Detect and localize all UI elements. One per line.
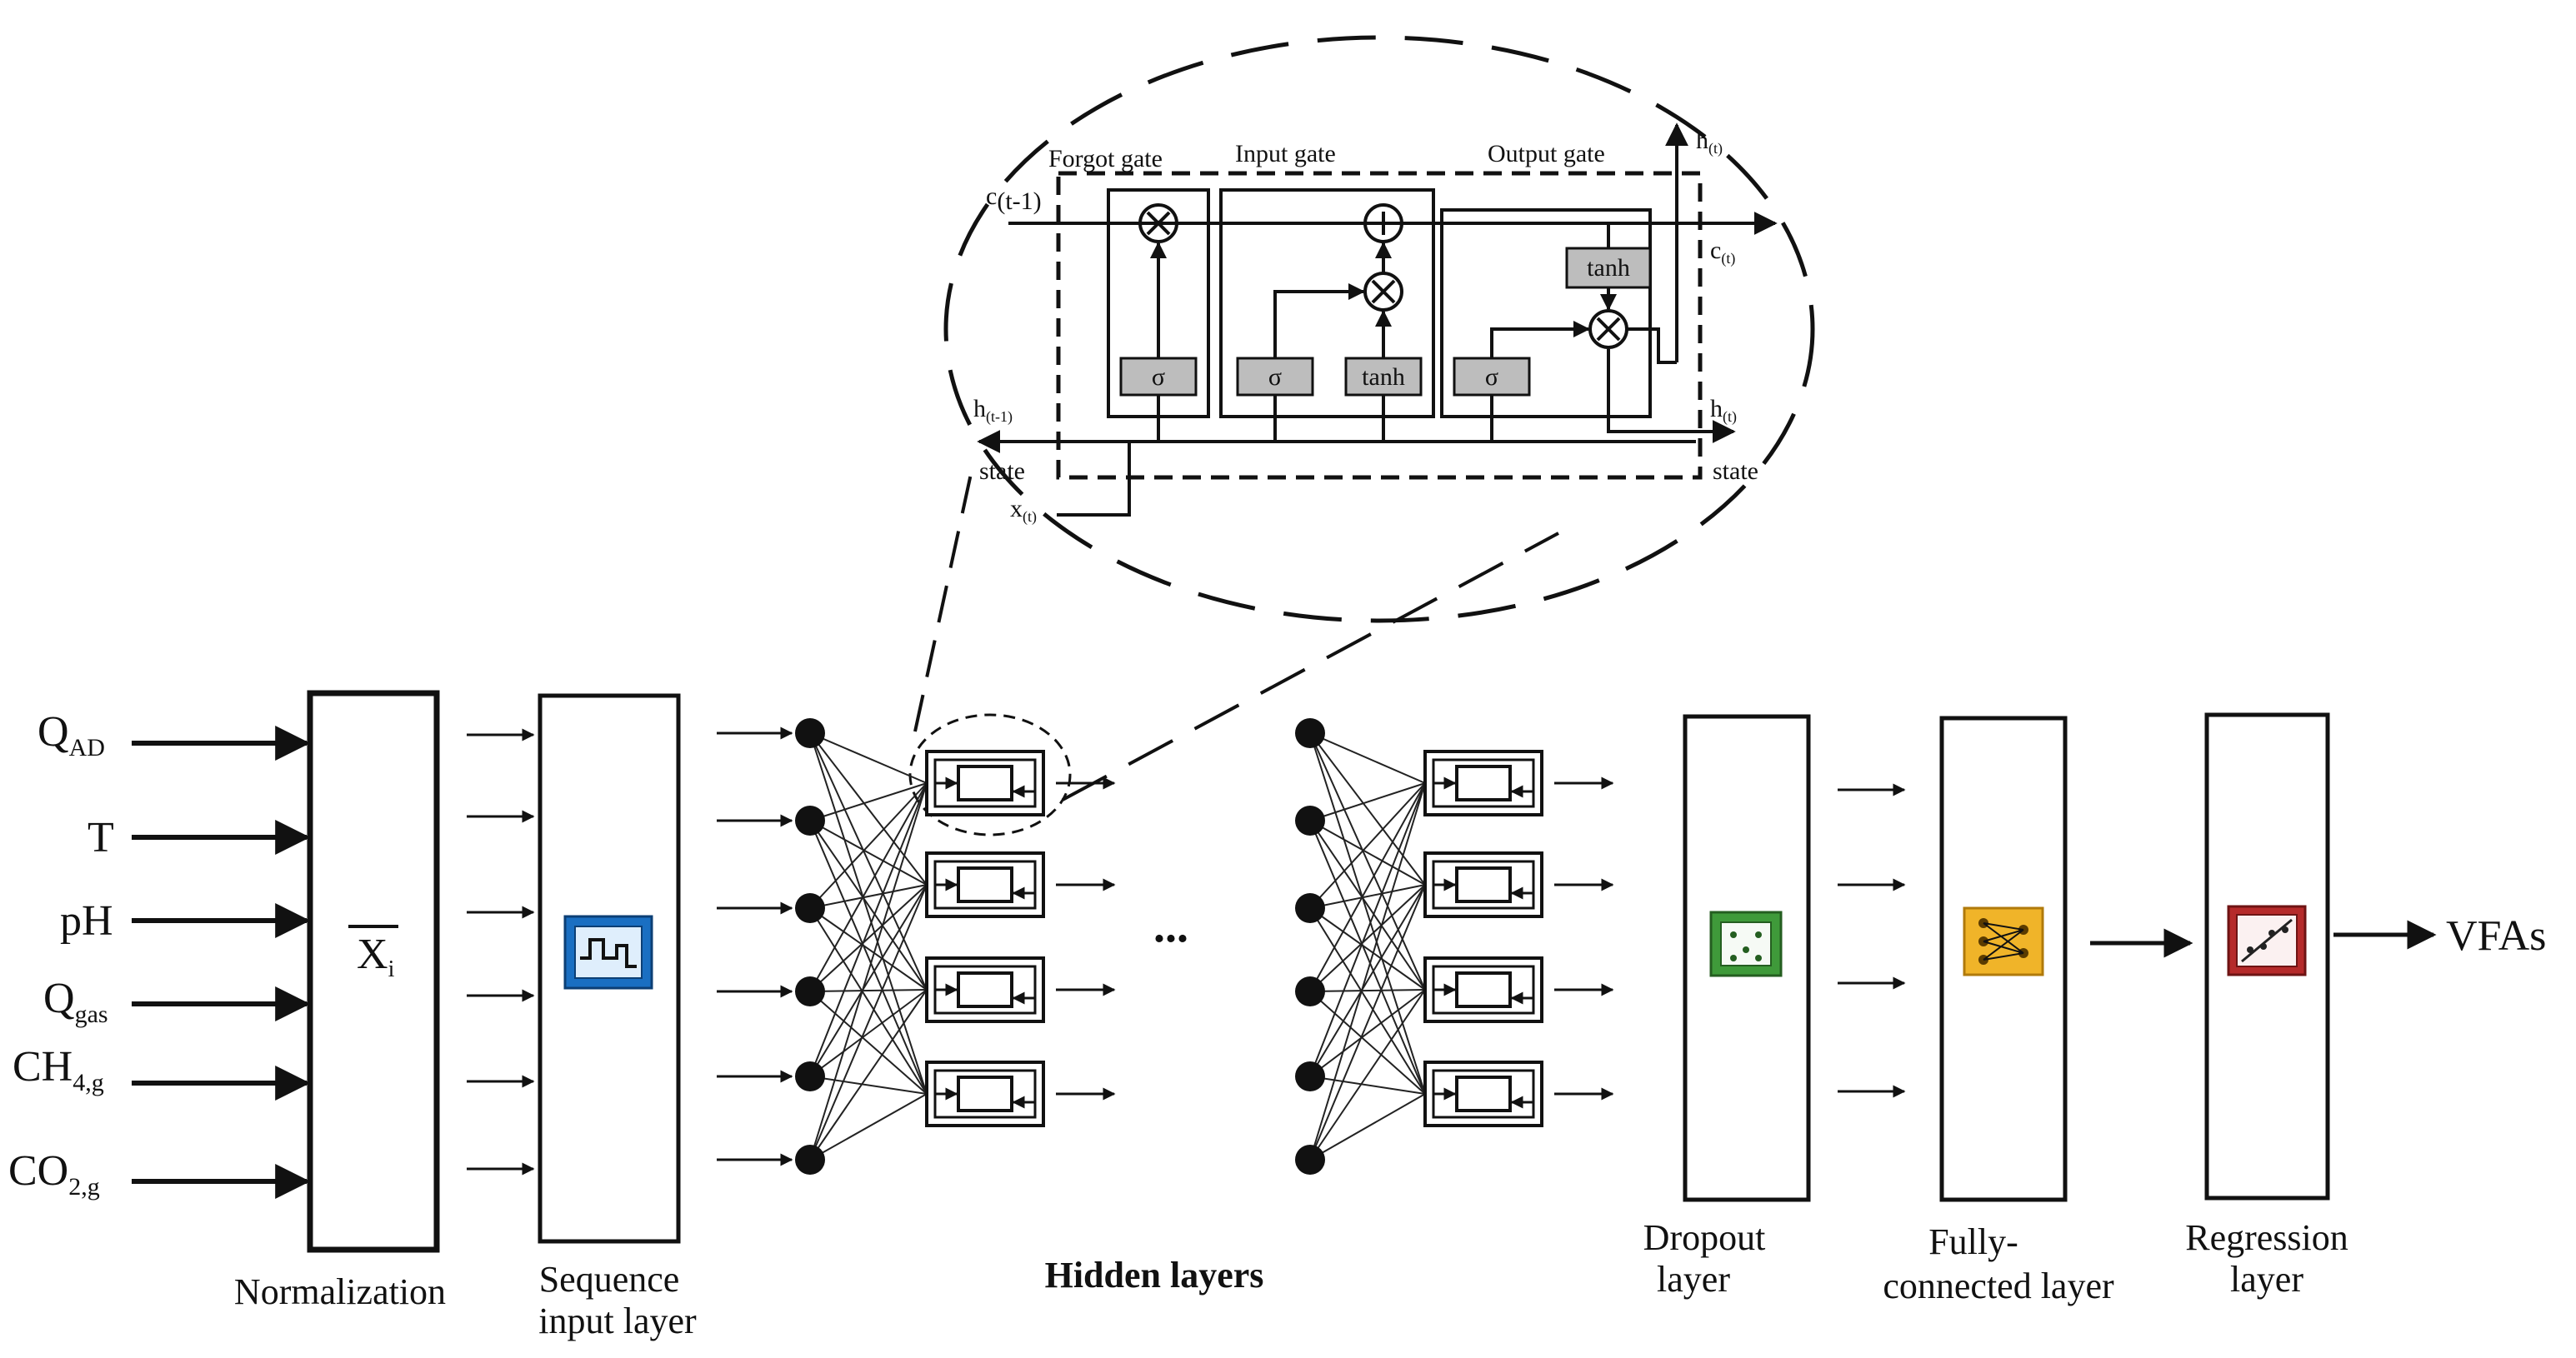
svg-text:tanh: tanh — [1362, 363, 1405, 391]
lstm-cell-icon — [1423, 750, 1543, 816]
hidden-node — [795, 718, 825, 748]
seq-to-hidden-arrows — [717, 726, 793, 1166]
state-right-label: state — [1713, 457, 1758, 485]
regression-block: Regression layer — [2185, 712, 2348, 1300]
fully-connected-block: Fully- connected layer — [1883, 716, 2114, 1306]
lstm-cell-icon — [925, 851, 1045, 918]
hidden-node — [795, 976, 825, 1006]
input-multiply-node — [1363, 272, 1403, 312]
hidden-node — [795, 806, 825, 836]
lstm-cell-icon — [1423, 1061, 1543, 1127]
svg-text:CO2,g: CO2,g — [8, 1147, 100, 1201]
lstm-cell-icon — [925, 956, 1045, 1023]
lstm-cell-icon — [1423, 956, 1543, 1023]
h-prev-label: h(t-1) — [973, 395, 1013, 426]
svg-text:T: T — [88, 814, 114, 861]
lstm-cell-detail: Forgot gate Input gate Output gate c(t-1… — [943, 35, 1815, 623]
input-gate-label: Input gate — [1235, 140, 1336, 167]
output-gate-box — [1440, 208, 1652, 418]
svg-text:σ: σ — [1268, 363, 1282, 391]
state-left-label: state — [979, 457, 1025, 485]
output-gate-label: Output gate — [1488, 140, 1605, 167]
h-t-label: h(t) — [1710, 395, 1737, 426]
output-sigma-box: σ — [1453, 357, 1531, 397]
input-gate-box — [1219, 188, 1435, 418]
hidden-node — [795, 1145, 825, 1175]
input-ch4: CH4,g — [13, 1043, 311, 1101]
svg-text:σ: σ — [1485, 363, 1498, 391]
hidden-node — [1295, 718, 1325, 748]
svg-text:CH4,g: CH4,g — [13, 1043, 104, 1096]
norm-to-seq-arrows — [467, 728, 535, 1176]
hidden-node — [795, 893, 825, 923]
fully-connected-label-2: connected layer — [1883, 1266, 2114, 1306]
output-label: VFAs — [2446, 912, 2546, 960]
svg-text:tanh: tanh — [1587, 254, 1630, 282]
output-tanh-box: tanh — [1565, 247, 1652, 289]
zoom-connector-left — [913, 462, 975, 732]
hidden-node — [1295, 806, 1325, 836]
sequence-input-icon — [563, 915, 653, 990]
dropout-to-fc-arrows — [1838, 783, 1906, 1098]
forget-sigma-box: σ — [1119, 357, 1198, 397]
dropout-block: Dropout layer — [1643, 714, 1811, 1300]
input-q-ad: QAD — [38, 708, 311, 761]
hidden-ellipsis: ... — [1153, 901, 1188, 952]
lstm-cell-icon — [925, 1061, 1045, 1127]
fully-connected-label-1: Fully- — [1928, 1221, 2018, 1262]
hidden-node — [1295, 1061, 1325, 1091]
dropout-label-1: Dropout — [1643, 1217, 1766, 1258]
hidden-node — [1295, 976, 1325, 1006]
lstm-cell-icon — [1423, 851, 1543, 918]
regression-icon — [2227, 905, 2307, 976]
zoom-source-circle — [908, 713, 1072, 836]
normalization-symbol: Xi — [357, 931, 395, 982]
dropout-icon — [1709, 911, 1783, 977]
sequence-input-label-2: input layer — [538, 1301, 697, 1341]
svg-text:pH: pH — [60, 897, 113, 945]
hidden-layer-1 — [795, 718, 1116, 1175]
svg-text:σ: σ — [1152, 363, 1165, 391]
input-q-gas: Qgas — [43, 975, 311, 1028]
hidden-node — [795, 1061, 825, 1091]
lstm-cell-icon — [925, 750, 1045, 816]
forgot-gate-label: Forgot gate — [1048, 145, 1163, 172]
svg-text:QAD: QAD — [38, 708, 105, 761]
output-multiply-node — [1588, 309, 1628, 349]
svg-text:Qgas: Qgas — [43, 975, 108, 1028]
c-prev-label: c(t-1) — [986, 182, 1042, 215]
x-t-label: x(t) — [1010, 495, 1037, 526]
regression-label-1: Regression — [2185, 1217, 2348, 1258]
hidden-layers-label: Hidden layers — [1045, 1255, 1264, 1296]
regression-label-2: layer — [2230, 1259, 2303, 1300]
input-ph: pH — [60, 897, 311, 945]
sequence-input-block: Sequence input layer — [538, 693, 697, 1341]
input-variables: QAD T pH Qgas CH4,g CO2,g — [8, 708, 311, 1201]
lstm-cell-boundary — [1056, 171, 1703, 480]
zoom-ellipse — [943, 35, 1815, 623]
c-t-label: c(t) — [1710, 237, 1735, 267]
input-sigma-box: σ — [1236, 357, 1314, 397]
hidden-node — [1295, 893, 1325, 923]
hidden-layer-2 — [1295, 718, 1614, 1175]
input-tanh-box: tanh — [1344, 357, 1423, 397]
fully-connected-icon — [1963, 906, 2044, 976]
normalization-label: Normalization — [234, 1271, 446, 1312]
input-co2: CO2,g — [8, 1147, 311, 1201]
sequence-input-label-1: Sequence — [539, 1259, 680, 1300]
dropout-label-2: layer — [1657, 1259, 1730, 1300]
zoom-connector-right — [1062, 532, 1559, 801]
hidden-node — [1295, 1145, 1325, 1175]
normalization-block: Xi Normalization — [234, 690, 446, 1312]
input-t: T — [88, 814, 311, 861]
h-t-top-label: h(t) — [1696, 127, 1723, 157]
